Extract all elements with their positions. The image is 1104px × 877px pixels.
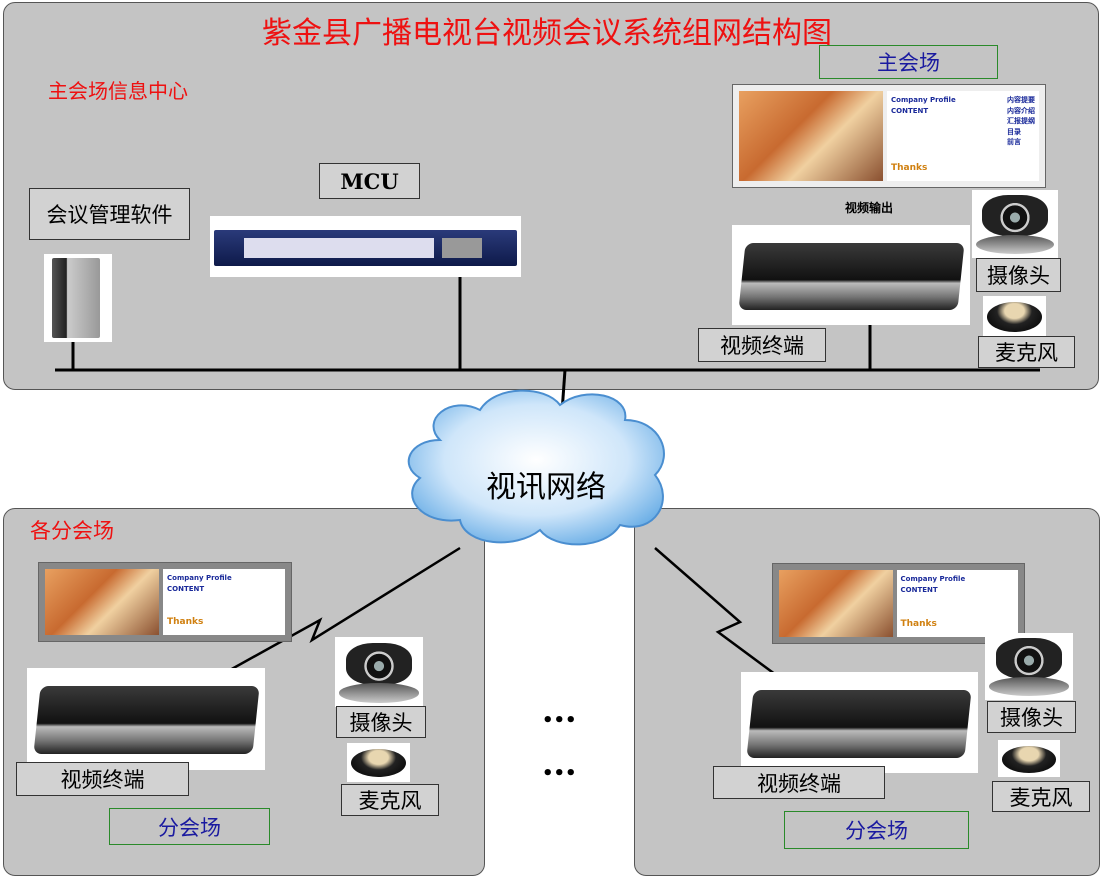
mic-label: 麦克风: [992, 781, 1090, 812]
video-output-label: 视频输出: [845, 201, 894, 215]
cloud-icon: [407, 389, 665, 546]
camera-icon: [972, 190, 1058, 258]
mic-label: 麦克风: [341, 784, 439, 816]
microphone-icon: [983, 296, 1046, 337]
mcu-device-icon: [210, 216, 521, 277]
microphone-icon: [347, 743, 410, 782]
conference-photo: [739, 91, 883, 181]
ellipsis: •••: [542, 763, 577, 784]
mcu-label: MCU: [319, 163, 420, 199]
slide-text: Company Profile: [891, 96, 956, 104]
terminal-label: 视频终端: [698, 328, 826, 362]
microphone-icon: [998, 740, 1060, 777]
branch-site-label: 分会场: [784, 811, 969, 849]
main-display-screens: Company Profile CONTENT 内容提要内容介绍汇报提纲目录前言…: [732, 84, 1046, 188]
presentation-slide: Company Profile CONTENT 内容提要内容介绍汇报提纲目录前言…: [887, 91, 1039, 181]
conference-photo: [779, 570, 893, 637]
wireless-link-left: [184, 546, 461, 697]
slide-text: 内容提要: [1007, 96, 1035, 104]
branch-heading: 各分会场: [30, 519, 114, 543]
video-terminal-icon: [741, 672, 978, 773]
slide-text: CONTENT: [900, 585, 938, 594]
slide-text: Company Profile: [167, 574, 232, 582]
mic-label: 麦克风: [978, 336, 1075, 368]
slide-text: CONTENT: [167, 584, 205, 593]
camera-label: 摄像头: [336, 706, 426, 738]
camera-icon: [985, 633, 1073, 700]
page-title: 紫金县广播电视台视频会议系统组网结构图: [262, 16, 832, 51]
slide-text: Thanks: [891, 162, 928, 173]
camera-label: 摄像头: [987, 701, 1076, 733]
camera-icon: [335, 637, 423, 707]
main-site-label: 主会场: [819, 45, 998, 79]
slide-text: 目录: [1007, 127, 1021, 136]
video-terminal-icon: [732, 225, 970, 325]
wireless-link-right: [654, 547, 811, 702]
slide-text: 前言: [1007, 138, 1021, 146]
software-label: 会议管理软件: [29, 188, 190, 240]
network-label: 视讯网络: [486, 470, 606, 505]
slide-text: Thanks: [167, 616, 204, 627]
slide-text: CONTENT: [891, 106, 929, 115]
video-terminal-icon: [27, 668, 265, 770]
server-tower-icon: [44, 254, 112, 342]
main-center-label: 主会场信息中心: [48, 79, 188, 103]
slide-text: Thanks: [900, 618, 937, 629]
slide-text: 内容介绍: [1007, 106, 1035, 115]
slide-text: 汇报提纲: [1007, 117, 1035, 125]
camera-label: 摄像头: [976, 258, 1061, 292]
terminal-label: 视频终端: [713, 766, 885, 799]
terminal-label: 视频终端: [16, 762, 189, 796]
conference-photo: [45, 569, 159, 635]
branch-site-label: 分会场: [109, 808, 270, 845]
ellipsis: •••: [542, 710, 577, 731]
slide-text: Company Profile: [900, 575, 966, 583]
